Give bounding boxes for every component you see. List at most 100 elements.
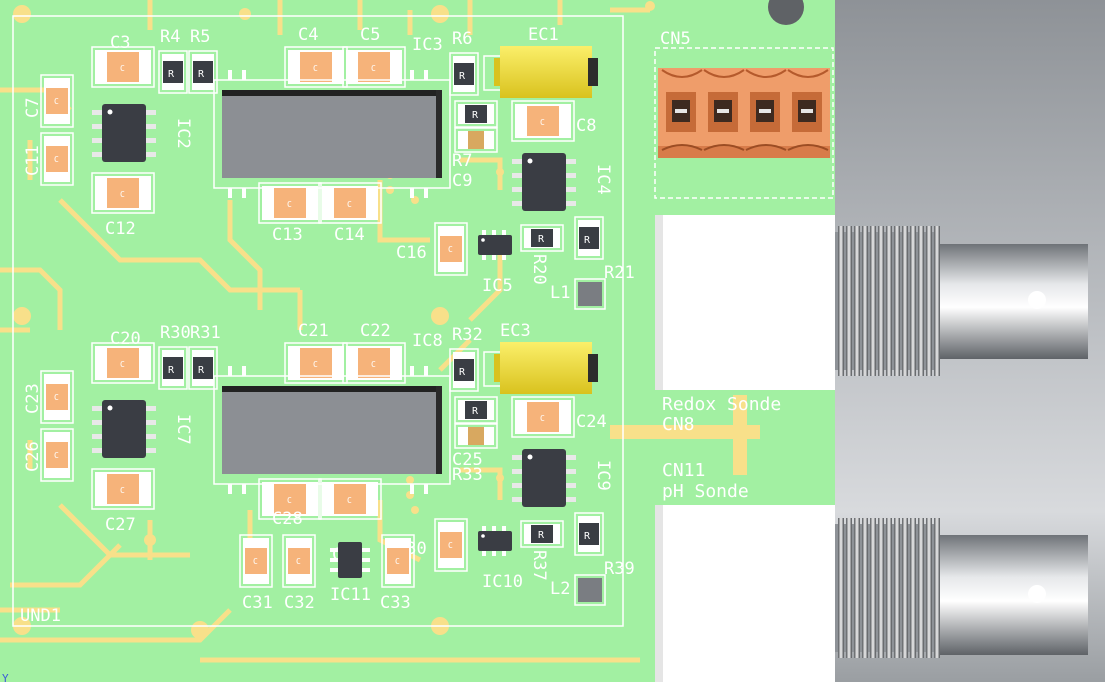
cap-mark: C xyxy=(296,557,301,566)
ref-ec3: EC3 xyxy=(500,321,531,341)
cap-mark: C xyxy=(540,414,545,423)
opamp-ic7 xyxy=(92,400,156,458)
extra-components: C29CCCC31C32C33IC11 xyxy=(239,534,415,613)
ref-r32: R32 xyxy=(452,325,483,345)
ref-c22: C22 xyxy=(360,321,391,341)
ref-c23: C23 xyxy=(23,383,43,414)
bnc-connector-ph xyxy=(655,505,1088,682)
bnc-bottom-name: pH Sonde xyxy=(662,481,749,502)
ref-r5: R5 xyxy=(190,27,210,47)
cap-mark: C xyxy=(448,541,453,550)
capacitor-c24: C xyxy=(511,396,575,438)
main-ic-ic8 xyxy=(213,366,451,494)
terminal-pin xyxy=(661,69,703,151)
res-mark: R xyxy=(198,69,205,80)
capacitor-mid-bottom-a: C xyxy=(258,182,322,224)
ref-c21: C21 xyxy=(298,321,329,341)
ref-c16: C16 xyxy=(396,243,427,263)
resistor-r5: R xyxy=(188,50,218,94)
cap-mark: C xyxy=(54,155,59,164)
ref-c24: C24 xyxy=(576,412,607,432)
resistor-r32: R xyxy=(449,348,479,392)
cap-mark: C xyxy=(371,64,376,73)
signal-bus xyxy=(610,425,760,439)
bnc-bottom-pin xyxy=(1028,585,1046,603)
capacitor-c22: C xyxy=(342,342,406,384)
cap-mark: C xyxy=(120,64,125,73)
bnc-top-pin xyxy=(1028,291,1046,309)
ref-ic2: IC2 xyxy=(173,118,193,149)
res-mark: R xyxy=(538,234,545,245)
ic-ic9 xyxy=(512,449,576,507)
cap-mark: C xyxy=(371,360,376,369)
ref-c33: C33 xyxy=(380,593,411,613)
bnc-top-ref: CN8 xyxy=(662,414,695,435)
ref-c7: C7 xyxy=(23,98,43,118)
ic-ic4 xyxy=(512,153,576,211)
res-mark: R xyxy=(472,406,479,417)
bnc-bottom-ref: CN11 xyxy=(662,460,705,481)
ref-r6: R6 xyxy=(452,29,472,49)
capacitor-c5: C xyxy=(342,46,406,88)
cap-mark: C xyxy=(540,118,545,127)
resistor-r6: R xyxy=(449,52,479,96)
ref-c13: C13 xyxy=(272,225,303,245)
resistor-r37: R xyxy=(520,520,564,548)
resistor-r31: R xyxy=(188,346,218,390)
capacitor-mid-bottom-b: C xyxy=(318,478,382,520)
ref-r20: R20 xyxy=(529,254,549,285)
resistor-r33-body: R xyxy=(454,396,498,424)
res-mark: R xyxy=(168,69,175,80)
res-mark: R xyxy=(538,530,545,541)
main-ic-ic3 xyxy=(213,70,451,198)
capacitor-c33: C xyxy=(381,534,415,588)
cap-mark: C xyxy=(253,557,258,566)
cap-mark: C xyxy=(54,451,59,460)
inductor-l2 xyxy=(574,574,606,606)
res-mark: R xyxy=(584,235,591,246)
terminal-pin xyxy=(703,69,745,151)
resistor-r21: R xyxy=(574,216,604,260)
terminal-pin xyxy=(745,69,787,151)
ref-c11: C11 xyxy=(23,145,43,176)
cap-mark: C xyxy=(448,245,453,254)
capacitor-c20: C xyxy=(91,342,155,384)
ref-c14: C14 xyxy=(334,225,365,245)
ref-c31: C31 xyxy=(242,593,273,613)
ref-l2: L2 xyxy=(550,579,570,599)
ref-c5: C5 xyxy=(360,25,380,45)
ref-label-b: C9 xyxy=(452,171,472,191)
res-mark: R xyxy=(168,365,175,376)
capacitor-c4: C xyxy=(284,46,348,88)
ref-c20: C20 xyxy=(110,329,141,349)
res-mark: R xyxy=(459,367,466,378)
ic-ic5 xyxy=(478,230,512,260)
capacitor-c8: C xyxy=(511,100,575,142)
mounting-hole xyxy=(768,0,804,25)
capacitor-c23: C xyxy=(40,370,74,424)
ref-r30: R30 xyxy=(160,323,191,343)
axis-marker: Y xyxy=(2,672,9,682)
resistor-r20: R xyxy=(520,224,564,252)
ref-c4: C4 xyxy=(298,25,318,45)
capacitor-mid-bottom-b: C xyxy=(318,182,382,224)
cn5-ref: CN5 xyxy=(660,29,691,49)
unit-label: UND1 xyxy=(20,606,61,626)
tantalum-ec1 xyxy=(483,46,598,98)
ref-c26: C26 xyxy=(23,441,43,472)
capacitor-mid-bottom-a: C xyxy=(258,478,322,520)
ref-r39: R39 xyxy=(604,559,635,579)
cap-mark: C xyxy=(120,190,125,199)
cap-mark: C xyxy=(313,360,318,369)
resistor-r4: R xyxy=(158,50,188,94)
ref-c3: C3 xyxy=(110,33,130,53)
res-mark: R xyxy=(472,110,479,121)
inductor-l1 xyxy=(574,278,606,310)
tantalum-ec3 xyxy=(483,342,598,394)
res-mark: R xyxy=(459,71,466,82)
bnc-top-barrel xyxy=(940,244,1088,359)
capacitor-c26: C xyxy=(40,428,74,482)
ref-r37: R37 xyxy=(529,550,549,581)
capacitor-c31: C xyxy=(239,534,273,588)
